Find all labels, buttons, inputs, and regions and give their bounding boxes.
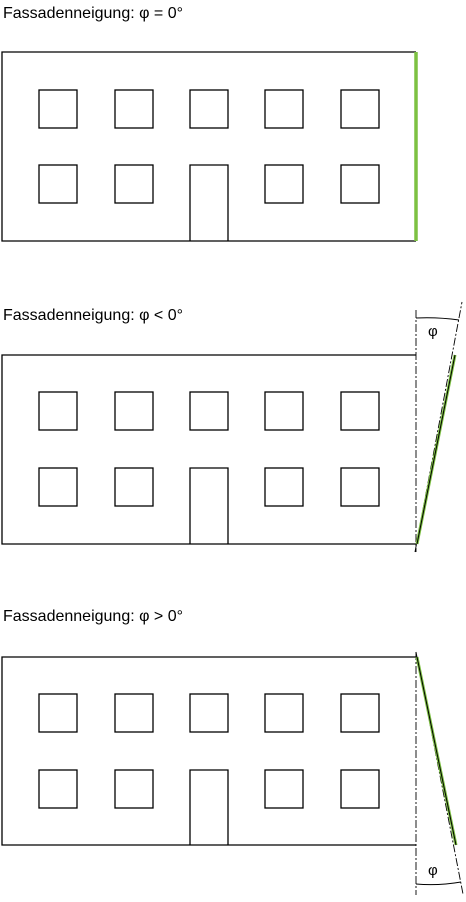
angle-label: φ bbox=[428, 323, 438, 340]
door bbox=[189, 164, 229, 241]
window-row-lower bbox=[38, 467, 380, 507]
panel-2-title: Fassadenneigung: φ < 0° bbox=[3, 307, 184, 324]
angle-arc bbox=[415, 317, 460, 321]
panel-1-building bbox=[1, 51, 416, 242]
angle-arc bbox=[415, 881, 462, 886]
window-row-lower bbox=[38, 769, 380, 809]
panel-1-title: Fassadenneigung: φ = 0° bbox=[3, 5, 184, 22]
building-outline bbox=[1, 51, 416, 242]
window-row-upper bbox=[38, 693, 380, 733]
inclined-reference-line bbox=[415, 651, 464, 895]
facade-edge bbox=[416, 354, 456, 545]
panel-3-building bbox=[1, 656, 416, 846]
door bbox=[189, 769, 229, 845]
building-outline bbox=[1, 656, 416, 846]
facade-edge bbox=[416, 656, 457, 846]
angle-label: φ bbox=[428, 862, 438, 879]
door bbox=[189, 467, 229, 544]
panel-3-title: Fassadenneigung: φ > 0° bbox=[3, 608, 184, 625]
window-row-lower bbox=[38, 164, 380, 204]
panel-2-building bbox=[1, 354, 416, 545]
window-row-upper bbox=[38, 89, 380, 129]
window-row-upper bbox=[38, 391, 380, 431]
building-outline bbox=[1, 354, 416, 545]
